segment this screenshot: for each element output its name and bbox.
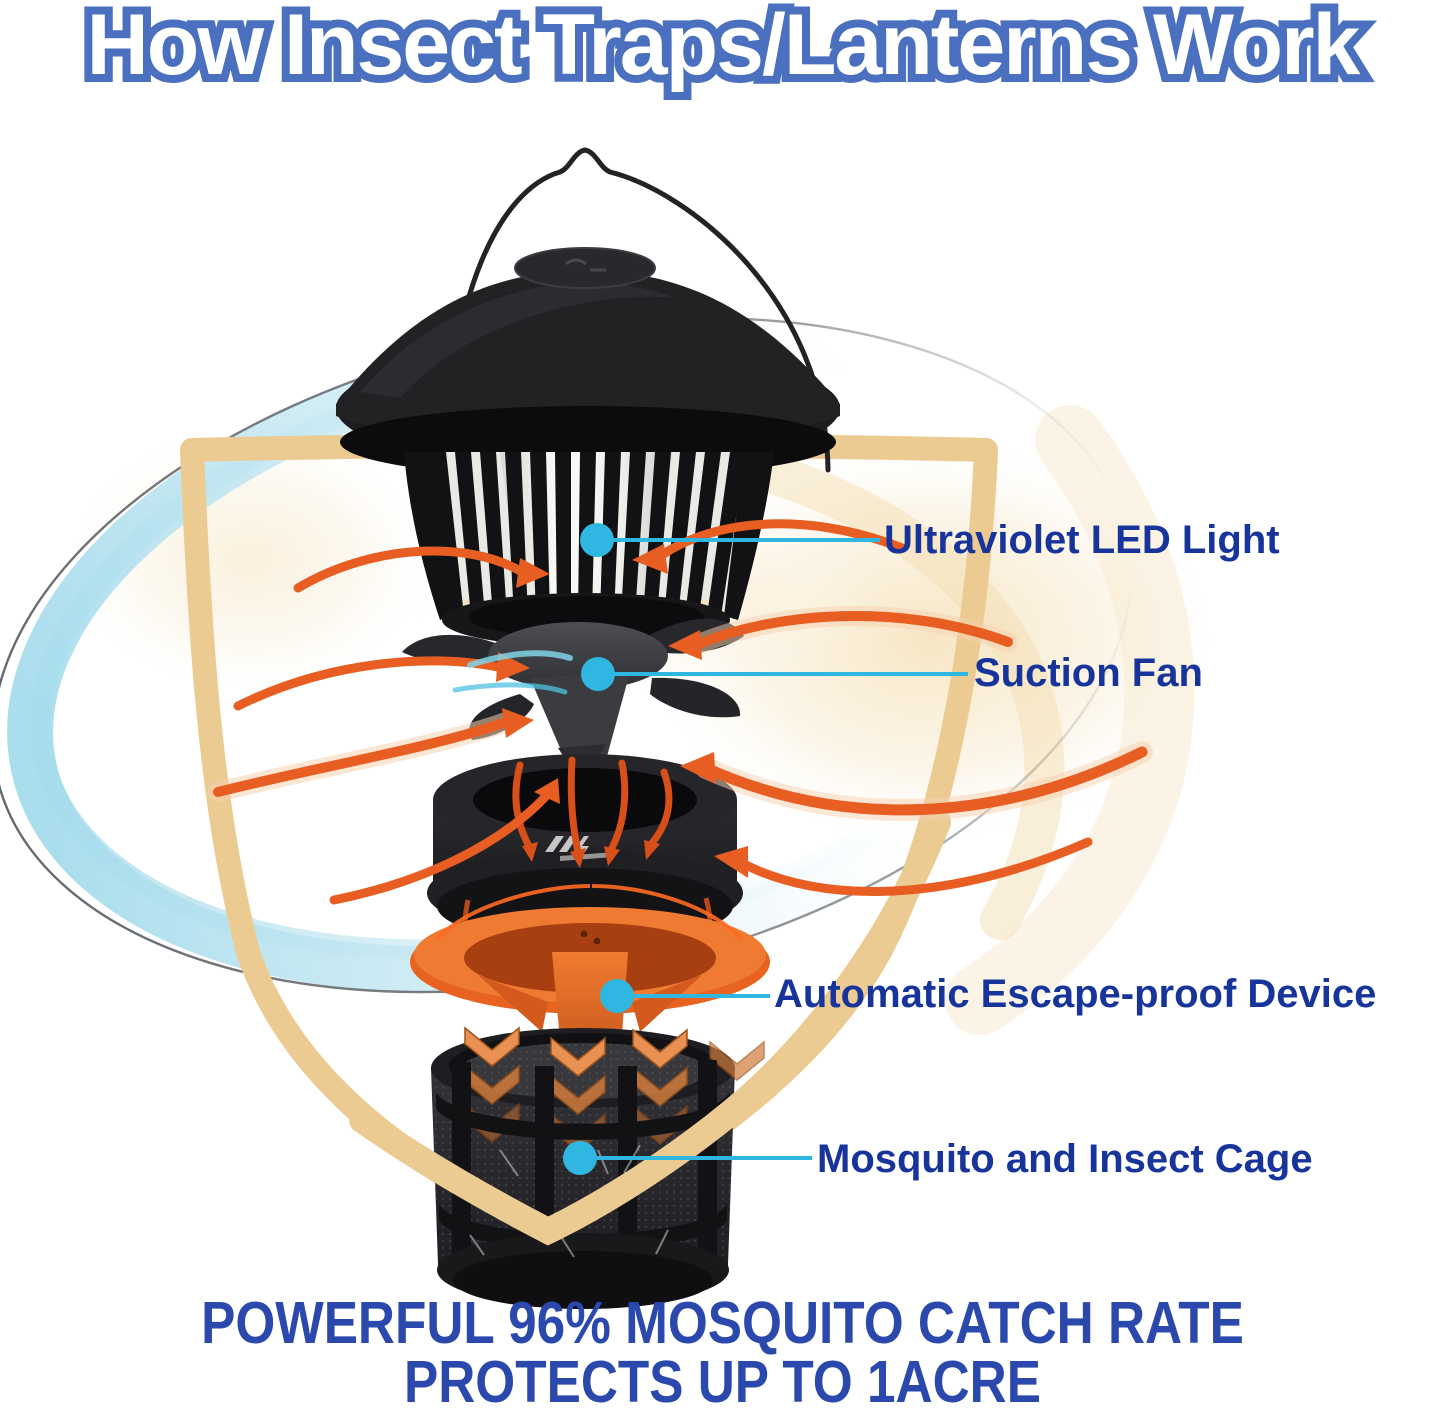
callout-dot-icon: [600, 979, 634, 1013]
airflow-swirl-arrows: [208, 519, 1153, 905]
shield-front-tip: [349, 809, 951, 1246]
footer-line-catch-rate: POWERFUL 96% MOSQUITO CATCH RATE: [201, 1290, 1244, 1356]
callout-label-ultraviolet-led-light: Ultraviolet LED Light: [884, 518, 1280, 562]
cage-frame: [436, 1060, 730, 1309]
escape-proof-funnel-icon: [410, 884, 770, 1066]
hanging-handle-icon: [444, 147, 831, 473]
callout-dot-icon: [563, 1141, 597, 1175]
callout-leaders: [563, 523, 968, 1175]
callout-label-suction-fan: Suction Fan: [974, 651, 1203, 695]
brand-logo: [545, 836, 616, 861]
callout-label-mosquito-insect-cage: Mosquito and Insect Cage: [817, 1137, 1313, 1181]
callout-dot-icon: [581, 657, 615, 691]
footer-line-coverage: PROTECTS UP TO 1ACRE: [403, 1349, 1041, 1415]
page-title: How Insect Traps/Lanterns Work: [79, 0, 1369, 101]
callout-label-escape-proof-device: Automatic Escape-proof Device: [774, 972, 1377, 1016]
callout-dot-icon: [580, 523, 614, 557]
airflow-into-bowl: [512, 756, 673, 868]
footer-claims: POWERFUL 96% MOSQUITO CATCH RATE PROTECT…: [0, 1294, 1445, 1412]
